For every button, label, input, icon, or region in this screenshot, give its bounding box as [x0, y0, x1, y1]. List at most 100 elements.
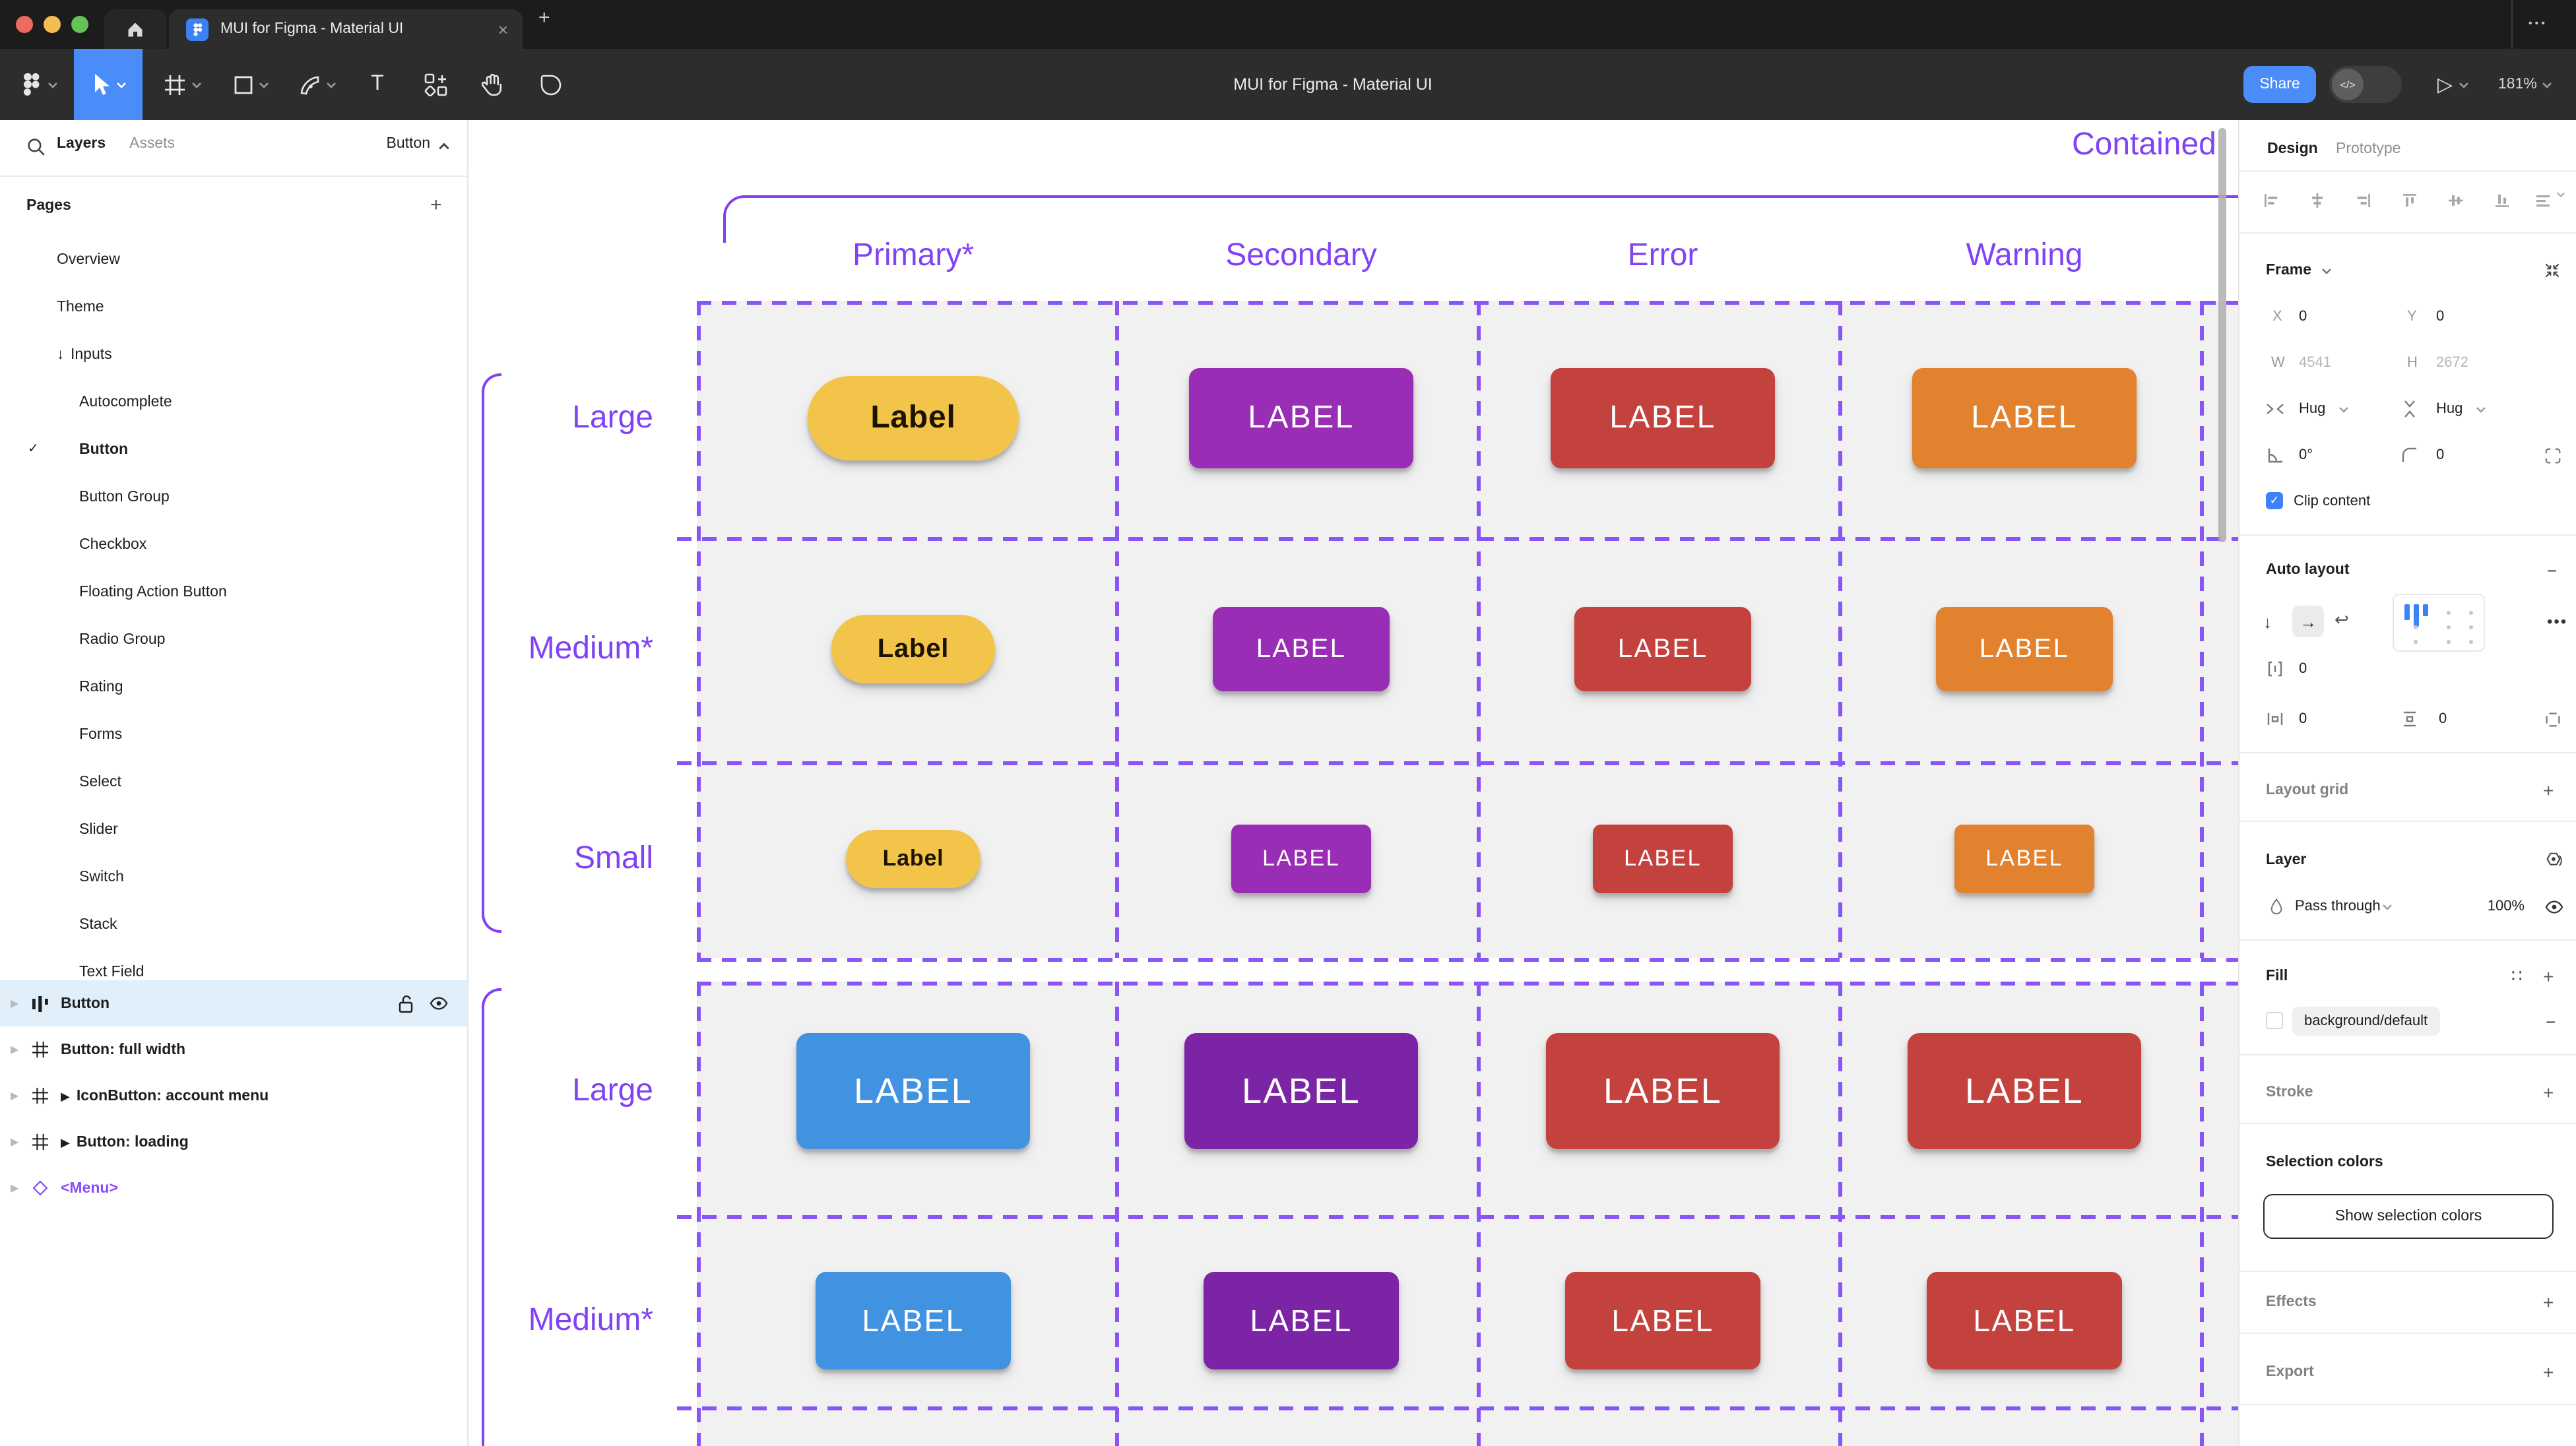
tab-close-icon[interactable]: ×: [498, 19, 508, 39]
show-selection-colors-button[interactable]: Show selection colors: [2263, 1194, 2554, 1239]
clip-content-checkbox[interactable]: ✓: [2266, 492, 2283, 509]
text-tool[interactable]: T: [371, 73, 384, 95]
canvas-button-primary-row4[interactable]: LABEL: [796, 1033, 1030, 1149]
page-selector[interactable]: Button: [386, 136, 431, 152]
resources-tool[interactable]: [409, 49, 462, 120]
page-item-button[interactable]: ✓Button: [0, 426, 467, 474]
tab-assets[interactable]: Assets: [129, 136, 176, 152]
page-item-radio-group[interactable]: Radio Group: [0, 616, 467, 664]
fill-color-swatch[interactable]: [2266, 1012, 2283, 1029]
canvas-button-primary-row2[interactable]: Label: [831, 615, 995, 683]
page-item-autocomplete[interactable]: Autocomplete: [0, 379, 467, 426]
blend-mode-icon[interactable]: [2543, 850, 2563, 870]
canvas-button-error-row4[interactable]: LABEL: [1546, 1033, 1780, 1149]
opacity-value[interactable]: 100%: [2487, 898, 2525, 914]
add-layout-grid-button[interactable]: +: [2543, 780, 2554, 801]
expand-chevron-icon[interactable]: ▶: [11, 1044, 19, 1055]
independent-corners-icon[interactable]: [2543, 445, 2563, 465]
canvas-button-secondary-row4[interactable]: LABEL: [1184, 1033, 1418, 1149]
present-button[interactable]: ▷: [2437, 49, 2468, 120]
layout-wrap-icon[interactable]: ↩: [2334, 610, 2349, 629]
canvas-button-error-row2[interactable]: LABEL: [1574, 607, 1751, 691]
pen-tool[interactable]: [288, 49, 346, 120]
expand-chevron-icon[interactable]: ▶: [11, 1182, 19, 1194]
canvas-button-error-row5[interactable]: LABEL: [1565, 1272, 1760, 1369]
page-item-rating[interactable]: Rating: [0, 664, 467, 711]
column-header-error[interactable]: Error: [1627, 237, 1698, 273]
add-export-button[interactable]: +: [2543, 1362, 2554, 1383]
page-item-overview[interactable]: Overview: [0, 236, 467, 284]
expand-chevron-icon[interactable]: ▶: [11, 1136, 19, 1148]
window-more-icon[interactable]: •••: [2528, 17, 2548, 29]
column-header-primary[interactable]: Primary*: [852, 237, 975, 273]
canvas-button-secondary-row5[interactable]: LABEL: [1204, 1272, 1399, 1369]
tab-design[interactable]: Design: [2267, 141, 2318, 157]
alignment-widget[interactable]: [2393, 594, 2485, 652]
remove-auto-layout-button[interactable]: −: [2547, 560, 2558, 580]
collapse-icon[interactable]: [2543, 261, 2561, 280]
main-menu-button[interactable]: [13, 49, 66, 120]
page-item-theme[interactable]: Theme: [0, 284, 467, 331]
horizontal-sizing-value[interactable]: Hug: [2299, 401, 2326, 417]
remove-fill-button[interactable]: −: [2546, 1011, 2556, 1031]
page-item-floating-action-button[interactable]: Floating Action Button: [0, 569, 467, 616]
canvas-scrollbar[interactable]: [2218, 128, 2226, 542]
h-value[interactable]: 2672: [2436, 355, 2468, 371]
add-stroke-button[interactable]: +: [2543, 1082, 2554, 1103]
add-fill-button[interactable]: +: [2543, 966, 2554, 987]
shape-tool[interactable]: [222, 49, 280, 120]
vertical-padding-value[interactable]: 0: [2439, 711, 2447, 727]
row-label-medium-2[interactable]: Medium*: [528, 631, 653, 666]
row-label-large-1[interactable]: Large: [572, 400, 653, 435]
move-tool[interactable]: [74, 49, 143, 120]
frame-type-dropdown[interactable]: Frame: [2266, 263, 2312, 278]
row-label-large-4[interactable]: Large: [572, 1073, 653, 1108]
page-item-inputs[interactable]: ↓Inputs: [0, 331, 467, 379]
traffic-light-zoom[interactable]: [71, 16, 88, 33]
add-page-button[interactable]: +: [430, 194, 442, 216]
gap-value[interactable]: 0: [2299, 661, 2307, 677]
canvas-button-secondary-row1[interactable]: LABEL: [1189, 368, 1413, 468]
align-left-icon[interactable]: [2261, 190, 2282, 211]
layer-item-iconbutton-account-menu[interactable]: ▶▶IconButton: account menu: [0, 1073, 467, 1119]
layer-item-menu[interactable]: ▶<Menu>: [0, 1165, 467, 1211]
layer-item-button[interactable]: ▶Button: [0, 980, 467, 1026]
canvas-button-warning-row2[interactable]: LABEL: [1936, 607, 2113, 691]
canvas-button-primary-row1[interactable]: Label: [808, 376, 1019, 460]
layer-item-button-loading[interactable]: ▶▶Button: loading: [0, 1119, 467, 1165]
page-item-switch[interactable]: Switch: [0, 854, 467, 901]
page-item-text-field[interactable]: Text Field: [0, 949, 467, 996]
align-vertical-center-icon[interactable]: [2445, 190, 2466, 211]
page-item-checkbox[interactable]: Checkbox: [0, 521, 467, 569]
align-top-icon[interactable]: [2399, 190, 2420, 211]
canvas-button-warning-row1[interactable]: LABEL: [1912, 368, 2137, 468]
page-item-select[interactable]: Select: [0, 759, 467, 806]
visibility-eye-icon[interactable]: [429, 996, 449, 1011]
canvas-button-warning-row3[interactable]: LABEL: [1954, 825, 2094, 893]
auto-layout-more-icon[interactable]: •••: [2547, 612, 2568, 631]
page-item-forms[interactable]: Forms: [0, 711, 467, 759]
comment-tool[interactable]: [525, 49, 575, 120]
dev-mode-toggle[interactable]: </>: [2329, 66, 2402, 103]
tab-layers[interactable]: Layers: [57, 136, 106, 152]
section-title[interactable]: Contained: [2072, 127, 2216, 162]
fill-style-chip[interactable]: background/default: [2292, 1007, 2440, 1036]
canvas-button-secondary-row3[interactable]: LABEL: [1231, 825, 1371, 893]
hand-tool[interactable]: [467, 49, 517, 120]
unlock-icon[interactable]: [399, 994, 414, 1013]
independent-padding-icon[interactable]: [2543, 709, 2563, 729]
styles-icon[interactable]: ∷: [2511, 966, 2523, 986]
align-bottom-icon[interactable]: [2492, 190, 2513, 211]
y-value[interactable]: 0: [2436, 309, 2445, 325]
frame-tool[interactable]: [153, 49, 211, 120]
canvas-button-error-row3[interactable]: LABEL: [1593, 825, 1733, 893]
home-tab[interactable]: [104, 9, 166, 49]
align-horizontal-center-icon[interactable]: [2307, 190, 2328, 211]
new-tab-button[interactable]: +: [538, 7, 550, 29]
horizontal-padding-value[interactable]: 0: [2299, 711, 2307, 727]
add-effect-button[interactable]: +: [2543, 1292, 2554, 1313]
search-icon[interactable]: [26, 137, 46, 157]
canvas-button-secondary-row2[interactable]: LABEL: [1213, 607, 1390, 691]
layer-item-button-full-width[interactable]: ▶Button: full width: [0, 1026, 467, 1073]
